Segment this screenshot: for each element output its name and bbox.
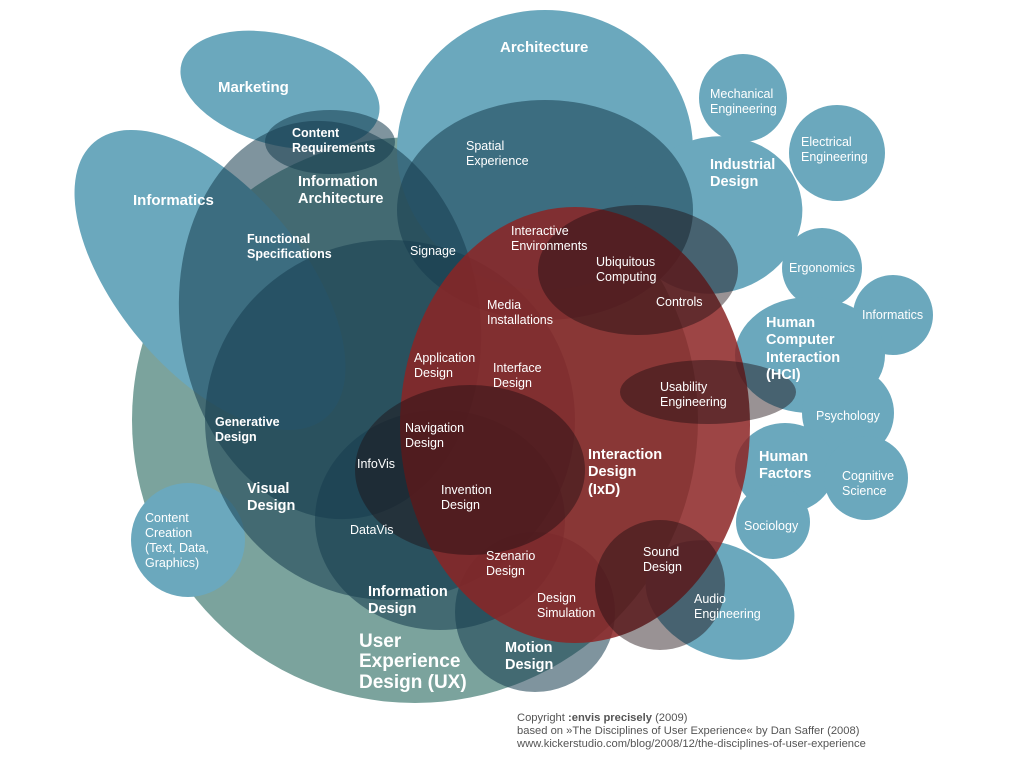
label-interface-design: Interface Design [493,361,542,390]
label-generative-design: Generative Design [215,415,280,444]
usability-engineering-region [620,360,796,424]
label-visual-design: Visual Design [247,481,296,515]
label-information-design: Information Design [368,584,448,618]
content-requirements-region [265,110,395,174]
label-psychology: Psychology [816,409,880,423]
label-electrical-engineering: Electrical Engineering [801,135,868,164]
psychology-bubble [802,367,894,459]
label-cognitive-science: Cognitive Science [842,469,895,498]
label-information-architecture: Information Architecture [298,174,384,208]
navigation-invention-region [355,385,585,555]
ubiquitous-computing-region [538,205,738,335]
credit-brand: :envis precisely [568,712,652,724]
label-invention-design: Invention Design [441,483,492,512]
label-mechanical-engineering: Mechanical Engineering [710,87,777,116]
label-ubiquitous-computing: Ubiquitous Computing [596,255,657,284]
credit-year: (2009) [651,712,688,724]
label-hci: Human Computer Interaction (HCI) [766,315,841,384]
label-informatics-left: Informatics [133,192,214,209]
label-user-experience-design: User Experience Design (UX) [359,631,467,693]
credit-line-2: based on »The Disciplines of User Experi… [517,724,860,737]
label-ergonomics: Ergonomics [789,261,855,275]
sound-design-region [595,520,725,650]
label-spatial-experience: Spatial Experience [466,139,529,168]
label-application-design: Application Design [414,351,476,380]
label-usability-engineering: Usability Engineering [660,380,727,409]
label-functional-specifications: Functional Specifications [247,232,332,261]
label-informatics-right: Informatics [862,308,924,322]
label-architecture: Architecture [500,39,589,56]
credit-line-1: Copyright :envis precisely (2009) [517,712,866,725]
label-infovis: InfoVis [357,457,395,471]
label-controls: Controls [656,295,703,309]
sociology-bubble [736,485,810,559]
label-human-factors: Human Factors [759,449,812,483]
label-interactive-environments: Interactive Environments [511,224,588,253]
electrical-engineering-bubble [789,105,885,201]
label-navigation-design: Navigation Design [405,421,465,450]
label-interaction-design: Interaction Design (IxD) [588,447,663,498]
label-motion-design: Motion Design [505,640,554,674]
label-audio-engineering: Audio Engineering [694,592,761,621]
label-industrial-design: Industrial Design [710,157,776,191]
label-sound-design: Sound Design [643,545,682,574]
label-media-installations: Media Installations [487,298,554,327]
interaction-design-core [400,207,750,643]
label-szenario-design: Szenario Design [486,549,536,578]
label-design-simulation: Design Simulation [537,591,596,620]
label-content-requirements: Content Requirements [292,126,376,155]
content-creation-bubble [131,483,245,597]
credit-url[interactable]: www.kickerstudio.com/blog/2008/12/the-di… [517,737,866,750]
label-content-creation: Content Creation (Text, Data, Graphics) [145,511,209,570]
label-sociology: Sociology [744,519,799,533]
label-signage: Signage [410,244,456,258]
label-datavis: DataVis [350,523,394,537]
cognitive-science-bubble [824,436,908,520]
ergonomics-bubble [782,228,862,308]
mechanical-engineering-bubble [699,54,787,142]
credit-prefix: Copyright [517,712,568,724]
label-marketing: Marketing [218,79,289,96]
copyright-credits: Copyright :envis precisely (2009) based … [517,712,866,751]
